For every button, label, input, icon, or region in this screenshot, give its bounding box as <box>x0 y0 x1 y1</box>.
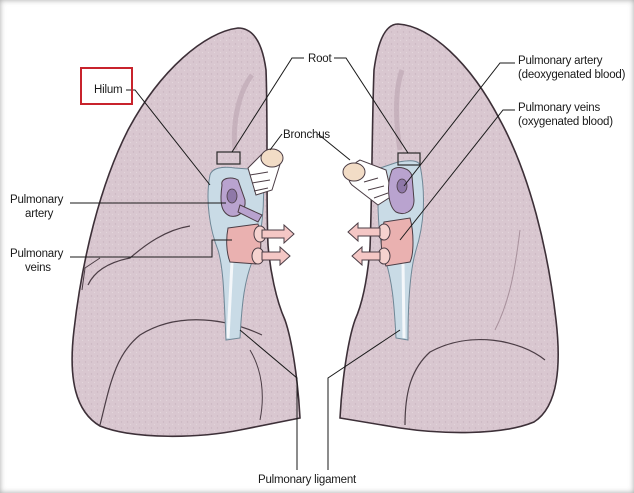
pulmonary-artery-left-line1: Pulmonary <box>10 193 63 207</box>
pulmonary-ligament-label: Pulmonary ligament <box>258 473 356 487</box>
root-label: Root <box>308 52 332 66</box>
bronchus-leader-left <box>270 134 282 150</box>
bronchus-label: Bronchus <box>283 128 330 142</box>
pulmonary-artery-left-line2: artery <box>10 207 63 221</box>
right-ligament-highlight <box>403 262 404 338</box>
pulmonary-veins-left-line1: Pulmonary <box>10 247 63 261</box>
pulmonary-veins-left-label: Pulmonary veins <box>10 247 63 275</box>
pulmonary-veins-right-line2: (oxygenated blood) <box>518 115 613 129</box>
pulmonary-veins-left-line2: veins <box>10 261 63 275</box>
pulmonary-artery-right-line1: Pulmonary artery <box>518 54 625 68</box>
left-pulmonary-veins <box>227 224 294 265</box>
pulmonary-veins-right-label: Pulmonary veins (oxygenated blood) <box>518 101 613 129</box>
hilum-label: Hilum <box>94 83 122 97</box>
pulmonary-artery-right-label: Pulmonary artery (deoxygenated blood) <box>518 54 625 82</box>
right-pulmonary-artery <box>389 168 414 214</box>
pulmonary-artery-right-line2: (deoxygenated blood) <box>518 68 625 82</box>
pulmonary-veins-right-line1: Pulmonary veins <box>518 101 613 115</box>
pulmonary-artery-left-label: Pulmonary artery <box>10 193 63 221</box>
